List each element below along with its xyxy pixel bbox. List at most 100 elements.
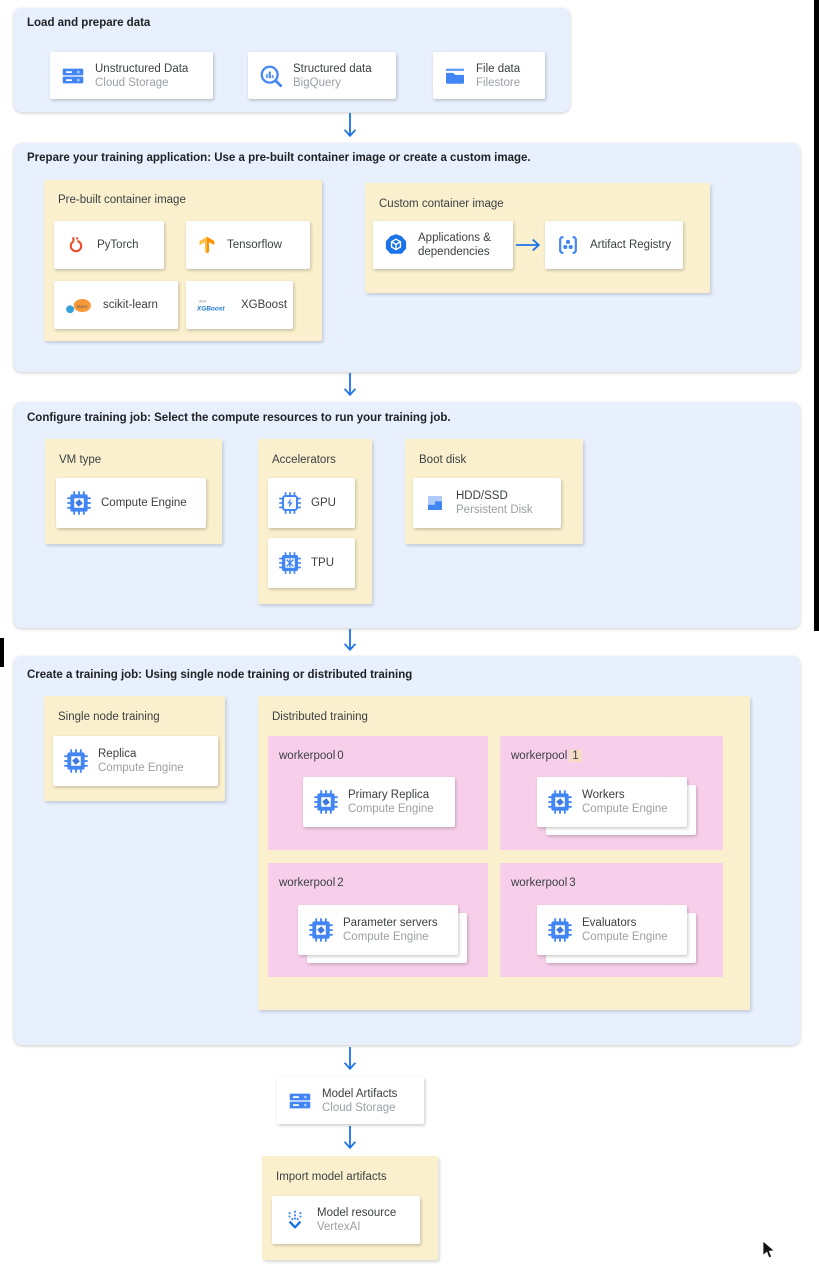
section-title: Prepare your training application: Use a… [27, 152, 531, 164]
card-title: HDD/SSD [456, 490, 508, 502]
card-title: Model Artifacts [322, 1087, 398, 1100]
section-configure-job: Configure training job: Select the compu… [14, 402, 800, 628]
card-title: Parameter servers [343, 917, 438, 929]
card-replica: Replica Compute Engine [53, 736, 218, 786]
panel-boot-disk: Boot disk HDD/SSD Persistent Disk [405, 439, 583, 544]
card-title: Evaluators [582, 917, 637, 929]
card-title: Applications & dependencies [418, 232, 491, 258]
cloud-storage-icon [287, 1088, 313, 1114]
card-xgboost: XGBoost [186, 281, 293, 329]
card-unstructured-data: Unstructured Data Cloud Storage [50, 52, 213, 99]
panel-import-model: Import model artifacts Model resource Ve… [262, 1156, 438, 1260]
card-pytorch: PyTorch [54, 221, 164, 269]
panel-label: Import model artifacts [276, 1171, 387, 1183]
compute-engine-icon [66, 490, 92, 516]
card-subtitle: Compute Engine [98, 762, 184, 774]
flow-arrow-down-2 [343, 373, 357, 406]
card-title: Replica [98, 748, 137, 760]
panel-label: Boot disk [419, 454, 467, 466]
card-model-resource: Model resource VertexAI [272, 1196, 420, 1244]
card-title: XGBoost [241, 299, 288, 311]
flow-arrow-down-1 [343, 113, 357, 147]
workerpool-label: workerpool [279, 877, 336, 889]
panel-label: Accelerators [272, 454, 336, 466]
workerpool-number: 2 [337, 877, 344, 889]
workerpool-number: 0 [337, 750, 344, 762]
section-create-job: Create a training job: Using single node… [14, 656, 800, 1045]
card-file-data: File data Filestore [433, 52, 545, 99]
panel-label: Single node training [58, 711, 160, 723]
panel-label: Distributed training [272, 711, 368, 723]
filestore-icon [443, 64, 467, 88]
card-subtitle: Persistent Disk [456, 504, 533, 516]
card-subtitle: Compute Engine [343, 931, 429, 943]
gpu-icon [278, 491, 302, 515]
workerpool-number: 1 [569, 750, 582, 762]
card-tpu: TPU [268, 538, 355, 588]
xgboost-logo-icon [196, 295, 232, 315]
scikit-learn-icon [64, 295, 94, 316]
mouse-cursor [762, 1240, 776, 1265]
flow-arrow-down-3 [343, 629, 357, 661]
card-title: Structured data [293, 62, 372, 75]
card-title: TPU [311, 557, 334, 569]
panel-label: VM type [59, 454, 102, 466]
card-title: Tensorflow [227, 239, 282, 251]
compute-engine-icon [63, 748, 89, 774]
panel-label: Custom container image [379, 198, 504, 210]
compute-engine-icon [547, 917, 573, 943]
card-applications-dependencies: Applications & dependencies [373, 221, 513, 269]
screen-edge-artifact-right [814, 0, 819, 631]
applications-icon [383, 232, 409, 258]
workerpool-label: workerpool [511, 750, 568, 762]
card-compute-engine: Compute Engine [56, 478, 206, 528]
card-subtitle: Cloud Storage [95, 76, 169, 89]
card-subtitle: Compute Engine [582, 803, 668, 815]
panel-vm-type: VM type Compute Engine [45, 439, 222, 544]
card-evaluators: Evaluators Compute Engine [537, 905, 687, 955]
card-subtitle: BigQuery [293, 76, 341, 89]
card-artifact-registry: Artifact Registry [545, 221, 683, 269]
persistent-disk-icon [423, 491, 447, 515]
card-title: PyTorch [97, 239, 139, 251]
vertex-ai-icon [282, 1207, 308, 1233]
cloud-storage-icon [60, 63, 86, 89]
card-title: scikit-learn [103, 299, 158, 311]
panel-accelerators: Accelerators GPU TPU [258, 439, 372, 604]
section-load-data: Load and prepare data Unstructured Data … [14, 8, 570, 112]
card-scikit-learn: scikit-learn [54, 281, 178, 329]
section-title: Load and prepare data [27, 17, 151, 29]
bigquery-icon [258, 63, 284, 89]
card-subtitle: Filestore [476, 76, 521, 89]
panel-label: Pre-built container image [58, 194, 186, 206]
section-title: Configure training job: Select the compu… [27, 412, 451, 424]
section-prepare-application: Prepare your training application: Use a… [14, 143, 800, 372]
tensorflow-icon [196, 234, 218, 256]
card-subtitle: Compute Engine [348, 803, 434, 815]
card-primary-replica: Primary Replica Compute Engine [303, 777, 455, 827]
card-title: Workers [582, 789, 625, 801]
card-title: Primary Replica [348, 789, 430, 801]
flow-arrow-down-4 [343, 1047, 357, 1080]
card-workers: Workers Compute Engine [537, 777, 687, 827]
panel-custom-container: Custom container image Applications & de… [365, 183, 710, 293]
artifact-registry-icon [555, 232, 581, 258]
card-title: Compute Engine [101, 497, 187, 509]
card-subtitle: Cloud Storage [322, 1101, 396, 1114]
workerpool-label: workerpool [279, 750, 336, 762]
pytorch-icon [64, 233, 88, 257]
card-structured-data: Structured data BigQuery [248, 52, 396, 99]
panel-prebuilt-container: Pre-built container image PyTorch Tensor… [44, 180, 322, 341]
section-title: Create a training job: Using single node… [27, 669, 413, 681]
panel-single-node: Single node training Replica Compute Eng… [44, 696, 225, 801]
card-parameter-servers: Parameter servers Compute Engine [298, 905, 458, 955]
compute-engine-icon [547, 789, 573, 815]
card-model-artifacts: Model Artifacts Cloud Storage [277, 1077, 424, 1124]
flow-arrow-down-5 [343, 1126, 357, 1159]
flow-arrow-right [516, 238, 546, 257]
